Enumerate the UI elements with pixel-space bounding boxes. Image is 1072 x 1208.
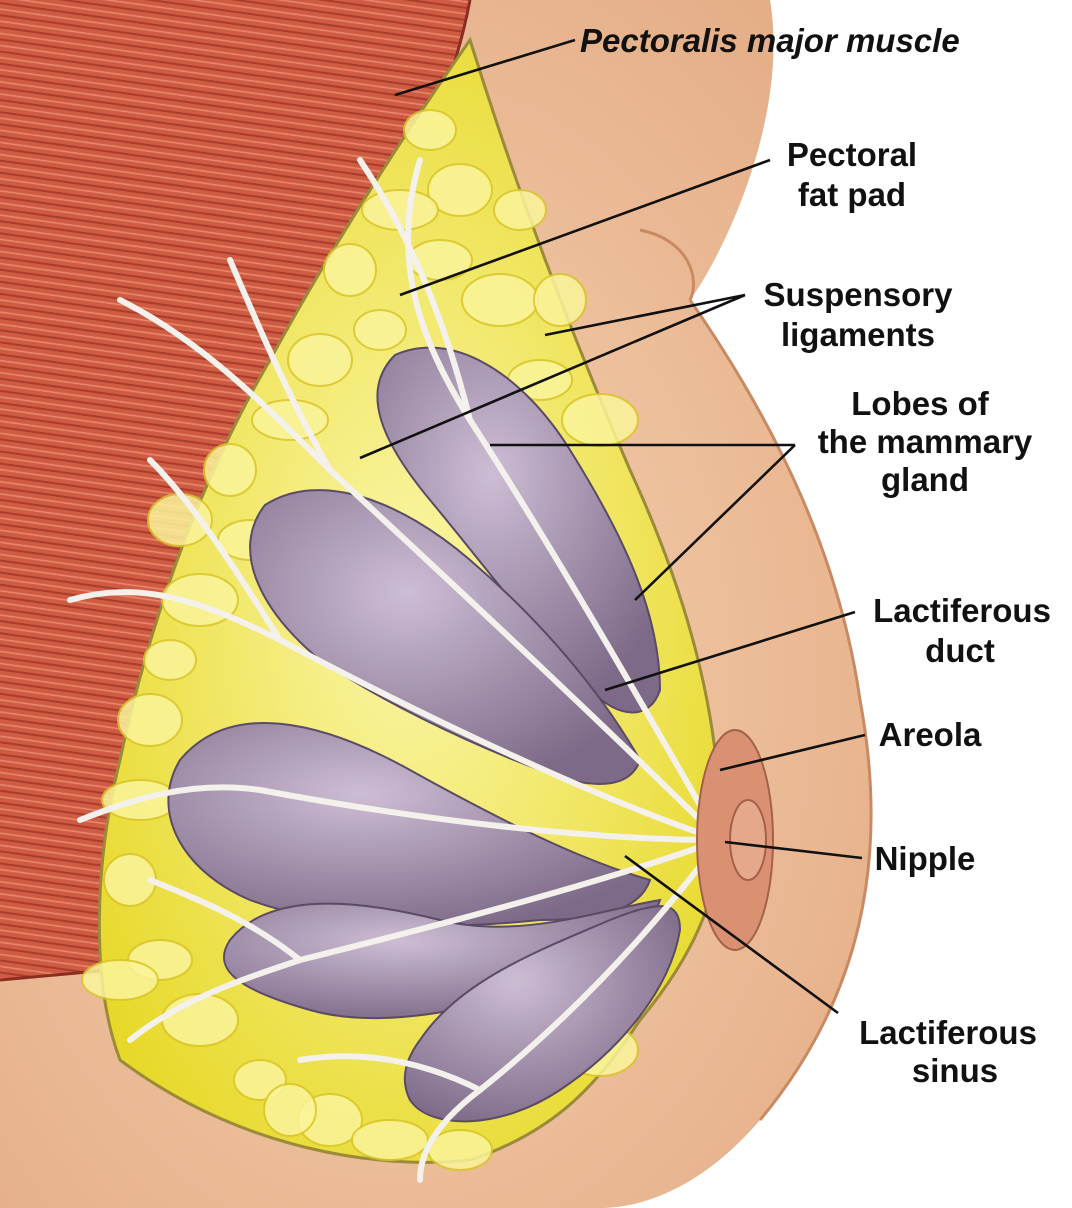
fat-globule: [562, 394, 638, 446]
fat-globule: [324, 244, 376, 296]
fat-globule: [118, 694, 182, 746]
fat-globule: [264, 1084, 316, 1136]
label-pectoralis: Pectoralis major muscle: [580, 22, 960, 59]
label-areola: Areola: [879, 716, 982, 753]
fat-globule: [354, 310, 406, 350]
fat-globule: [494, 190, 546, 230]
label-ligaments-2: ligaments: [781, 316, 935, 353]
label-nipple: Nipple: [875, 840, 976, 877]
label-lobes-3: gland: [881, 461, 969, 498]
label-fat-pad-1: Pectoral: [787, 136, 917, 173]
label-sinus-1: Lactiferous: [859, 1014, 1037, 1051]
fat-globule: [462, 274, 538, 326]
fat-globule: [288, 334, 352, 386]
label-duct-2: duct: [925, 632, 995, 669]
nipple: [730, 800, 766, 880]
fat-globule: [82, 960, 158, 1000]
fat-globule: [534, 274, 586, 326]
label-lobes-1: Lobes of: [851, 385, 990, 422]
label-sinus-2: sinus: [912, 1052, 998, 1089]
fat-globule: [352, 1120, 428, 1160]
label-duct-1: Lactiferous: [873, 592, 1051, 629]
fat-globule: [162, 994, 238, 1046]
fat-globule: [144, 640, 196, 680]
label-fat-pad-2: fat pad: [798, 176, 906, 213]
label-ligaments-1: Suspensory: [764, 276, 954, 313]
fat-globule: [204, 444, 256, 496]
fat-globule: [404, 110, 456, 150]
label-lobes-2: the mammary: [818, 423, 1033, 460]
